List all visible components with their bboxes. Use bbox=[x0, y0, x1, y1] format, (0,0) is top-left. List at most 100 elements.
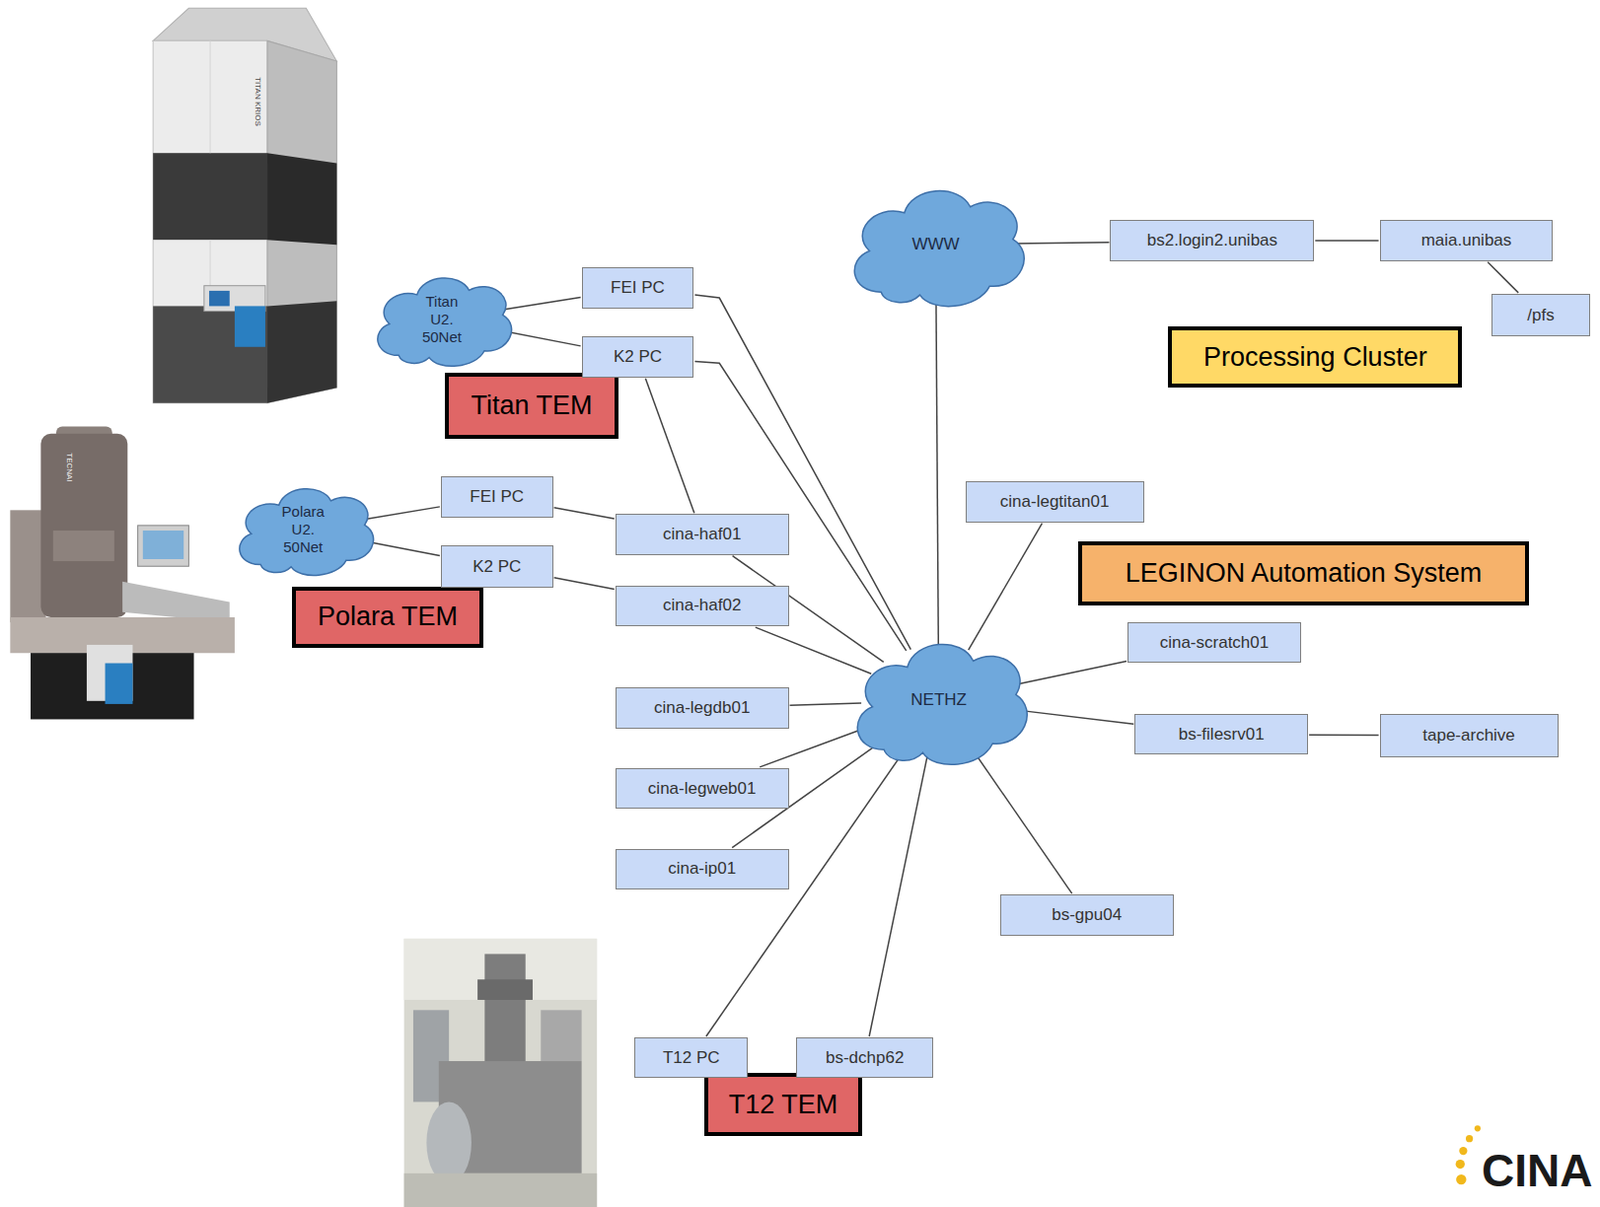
network-link bbox=[362, 507, 440, 520]
side-rack bbox=[9, 509, 46, 623]
group-title: Titan TEM bbox=[470, 390, 592, 422]
column-stage bbox=[53, 530, 115, 562]
host-name: FEI PC bbox=[610, 278, 665, 298]
network-link bbox=[1487, 262, 1519, 293]
cabinet-side bbox=[267, 40, 337, 403]
network-link bbox=[1015, 710, 1134, 725]
dewar bbox=[426, 1101, 472, 1184]
network-link bbox=[972, 750, 1072, 894]
group-heading: LEGINON Automation System bbox=[1078, 541, 1528, 606]
host-box: K2 PC bbox=[440, 545, 554, 587]
host-name: FEI PC bbox=[469, 487, 524, 508]
host-name: K2 PC bbox=[613, 347, 662, 367]
group-outline bbox=[600, 459, 1317, 950]
host-box: cina-legweb01 bbox=[615, 768, 790, 809]
group-heading: Polara TEM bbox=[291, 586, 484, 649]
group-title: Processing Cluster bbox=[1203, 342, 1428, 373]
model-label-holder: TITAN KRIOS bbox=[253, 77, 262, 128]
network-link bbox=[554, 508, 615, 519]
cloud-shape bbox=[858, 644, 1028, 765]
cabinet-band bbox=[152, 152, 268, 240]
column bbox=[40, 434, 128, 618]
model-label: TITAN KRIOS bbox=[253, 77, 263, 128]
host-name: cina-haf01 bbox=[662, 524, 741, 545]
network-link bbox=[500, 330, 581, 347]
network-name: Titan U2. 50Net bbox=[413, 292, 471, 347]
cloud-shape bbox=[238, 489, 373, 577]
network-link bbox=[968, 523, 1043, 651]
network-name: Polara U2. 50Net bbox=[274, 503, 332, 557]
polara-picture bbox=[9, 426, 235, 720]
monitor bbox=[138, 525, 190, 567]
group-panel: T12 TEMT12 PCbs-dchp62 bbox=[617, 1013, 951, 1102]
host-name: cina-legdb01 bbox=[654, 698, 750, 719]
host-name: bs2.login2.unibas bbox=[1147, 230, 1278, 251]
host-box: FEI PC bbox=[440, 476, 554, 518]
host-box: FEI PC bbox=[581, 267, 695, 309]
host-box: cina-legtitan01 bbox=[965, 481, 1145, 522]
host-box: K2 PC bbox=[581, 336, 695, 377]
network-name: NETHZ bbox=[910, 690, 967, 711]
group-heading: Processing Cluster bbox=[1167, 326, 1462, 388]
group-title: LEGINON Automation System bbox=[1125, 558, 1483, 589]
host-name: cina-haf02 bbox=[662, 595, 741, 616]
cabinet-front bbox=[152, 40, 268, 403]
host-name: K2 PC bbox=[472, 557, 521, 578]
host-name: cina-legweb01 bbox=[648, 779, 757, 800]
host-name: bs-gpu04 bbox=[1051, 905, 1122, 926]
network-name: WWW bbox=[911, 234, 959, 255]
cabinet-base bbox=[152, 305, 268, 403]
host-box: cina-haf02 bbox=[615, 585, 790, 627]
group-panel: Polara TEMPolara U2. 50NetFEI PCK2 PC bbox=[216, 455, 572, 617]
network-link bbox=[1013, 242, 1109, 244]
host-box: /pfs bbox=[1491, 293, 1590, 337]
logo-dot bbox=[1458, 1147, 1467, 1156]
network-link bbox=[501, 296, 581, 310]
network-link bbox=[869, 755, 928, 1037]
network-cloud: Titan U2. 50Net bbox=[364, 263, 518, 376]
logo-dots bbox=[1455, 1125, 1481, 1185]
group-title: Polara TEM bbox=[317, 601, 458, 633]
host-name: cina-scratch01 bbox=[1160, 633, 1270, 654]
t12-photo bbox=[404, 939, 598, 1207]
model-label-holder: TECNAI bbox=[65, 452, 73, 482]
cloud-shape bbox=[855, 190, 1025, 306]
network-link bbox=[1314, 239, 1379, 242]
host-box: bs-gpu04 bbox=[1000, 894, 1174, 936]
camera-badge bbox=[209, 290, 230, 307]
network-cloud: NETHZ bbox=[841, 624, 1036, 778]
logo-dot bbox=[1465, 1135, 1473, 1143]
logo-dot bbox=[1474, 1125, 1481, 1132]
group-title: T12 TEM bbox=[728, 1090, 839, 1121]
host-name: bs-filesrv01 bbox=[1178, 725, 1265, 745]
network-cloud: Polara U2. 50Net bbox=[226, 474, 380, 585]
group-panel: Titan TEMTitan U2. 50NetFEI PCK2 PC bbox=[355, 244, 712, 411]
cloud-shape bbox=[377, 278, 512, 366]
host-box: cina-ip01 bbox=[615, 849, 790, 890]
host-name: /pfs bbox=[1527, 305, 1554, 326]
host-name: cina-ip01 bbox=[667, 859, 736, 879]
stage bbox=[540, 1010, 582, 1062]
panel-seam bbox=[210, 40, 212, 153]
group-panel: Processing Clusterbs2.login2.unibasmaia.… bbox=[1093, 199, 1600, 364]
group-heading: T12 TEM bbox=[704, 1073, 863, 1137]
network-link bbox=[554, 578, 615, 590]
photo-ground bbox=[404, 939, 598, 1207]
desk bbox=[404, 1173, 598, 1207]
logo-dot bbox=[1455, 1174, 1466, 1185]
connector-group bbox=[362, 240, 1520, 1037]
camera-body bbox=[105, 663, 134, 705]
host-box: bs-dchp62 bbox=[796, 1037, 935, 1079]
host-box: cina-haf01 bbox=[615, 513, 790, 555]
host-name: tape-archive bbox=[1422, 726, 1516, 746]
logo-text: CINA bbox=[1481, 1145, 1593, 1197]
host-box: cina-legdb01 bbox=[615, 687, 790, 728]
cabinet-base bbox=[267, 300, 337, 403]
network-link bbox=[790, 703, 863, 706]
network-link bbox=[1309, 733, 1379, 736]
host-name: cina-legtitan01 bbox=[1000, 492, 1110, 512]
host-box: cina-scratch01 bbox=[1127, 622, 1302, 663]
host-name: maia.unibas bbox=[1421, 230, 1513, 251]
